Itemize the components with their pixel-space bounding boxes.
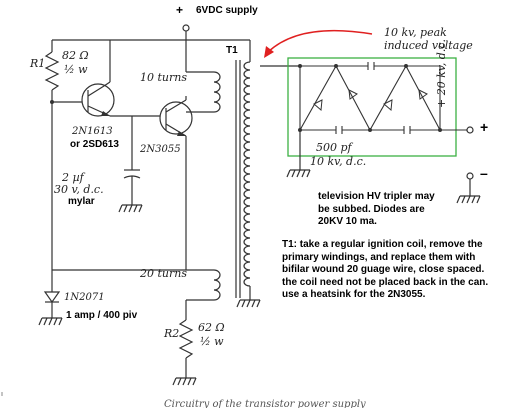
ground-r2 [172, 377, 197, 386]
induced-voltage-arrow [264, 29, 373, 58]
capacitor-2uf [123, 116, 141, 205]
primary-coil-bottom [186, 269, 221, 301]
transformer-core [235, 60, 241, 298]
r1-value: 82 Ω [62, 49, 89, 62]
ground-secondary [236, 299, 261, 308]
t1-note-line: use a heatsink for the 2N3055. [282, 289, 426, 300]
cap-voltage: 30 v, d.c. [54, 183, 104, 196]
t1-label: T1 [226, 45, 238, 56]
supply-terminal [182, 24, 190, 40]
tripler-note: television HV tripler may be subbed. Dio… [318, 191, 435, 229]
figure-caption: Circuitry of the transistor power supply [164, 399, 366, 408]
tripler-note-line: 20KV 10 ma. [318, 216, 377, 227]
peak-label: 10 kv, peak [384, 26, 447, 39]
r1-power: ½ w [64, 63, 88, 76]
t1-note: T1: take a regular ignition coil, remove… [282, 239, 488, 302]
secondary-winding [243, 61, 251, 300]
diode-rating: 1 amp / 400 piv [66, 310, 138, 321]
r2-ref: R2 [164, 327, 180, 340]
tripler-note-line: television HV tripler may [318, 191, 435, 202]
tripler-network [298, 62, 466, 134]
q2-part: 2N3055 [140, 144, 181, 155]
t1-note-line: T1: take a regular ignition coil, remove… [282, 239, 483, 250]
peak-label-2: induced voltage [384, 39, 473, 52]
resistor-r2 [178, 319, 194, 378]
t1-note-line: bifilar wound 20 guage wire, close space… [282, 264, 485, 275]
t1-note-line: the coil need not be placed back in the … [282, 276, 489, 288]
primary-coil-top [186, 71, 221, 113]
tripler-cap-label: 500 pf [316, 141, 352, 154]
resistor-r1 [44, 40, 60, 104]
supply-plus-sign: + [176, 3, 184, 17]
t1-note-line: primary windings, and replace them with [282, 251, 476, 263]
q1-part: 2N1613 [72, 126, 113, 137]
diode-1n2071 [43, 270, 61, 318]
tripler-note-line: be subbed. Diodes are [318, 203, 425, 215]
output-minus-sign: – [480, 165, 488, 181]
ground-diode [38, 317, 63, 326]
r1-ref: R1 [30, 57, 46, 70]
r2-value: 62 Ω [198, 321, 225, 334]
output-plus-sign: + [480, 119, 489, 135]
tripler-box [287, 57, 457, 157]
r2-power: ½ w [200, 335, 224, 348]
supply-label: 6VDC supply [196, 5, 258, 16]
tripler-ground [286, 130, 311, 178]
diode-part: 1N2071 [64, 292, 105, 303]
primary-top-turns: 10 turns [140, 71, 187, 84]
cap-value: 2 µf [62, 171, 84, 184]
transistor-q1 [81, 81, 115, 117]
output-voltage-label: + 20 kv, d.c. [435, 39, 448, 108]
output-minus-terminal [456, 172, 481, 204]
tripler-dc-label: 10 kv, d.c. [310, 155, 367, 168]
ground-cap [118, 204, 143, 213]
primary-bottom-turns: 20 turns [140, 267, 187, 280]
q1-alt: or 2SD613 [70, 139, 119, 150]
transistor-q2 [159, 99, 193, 137]
cap-type: mylar [68, 196, 95, 207]
output-plus-terminal [466, 126, 474, 134]
